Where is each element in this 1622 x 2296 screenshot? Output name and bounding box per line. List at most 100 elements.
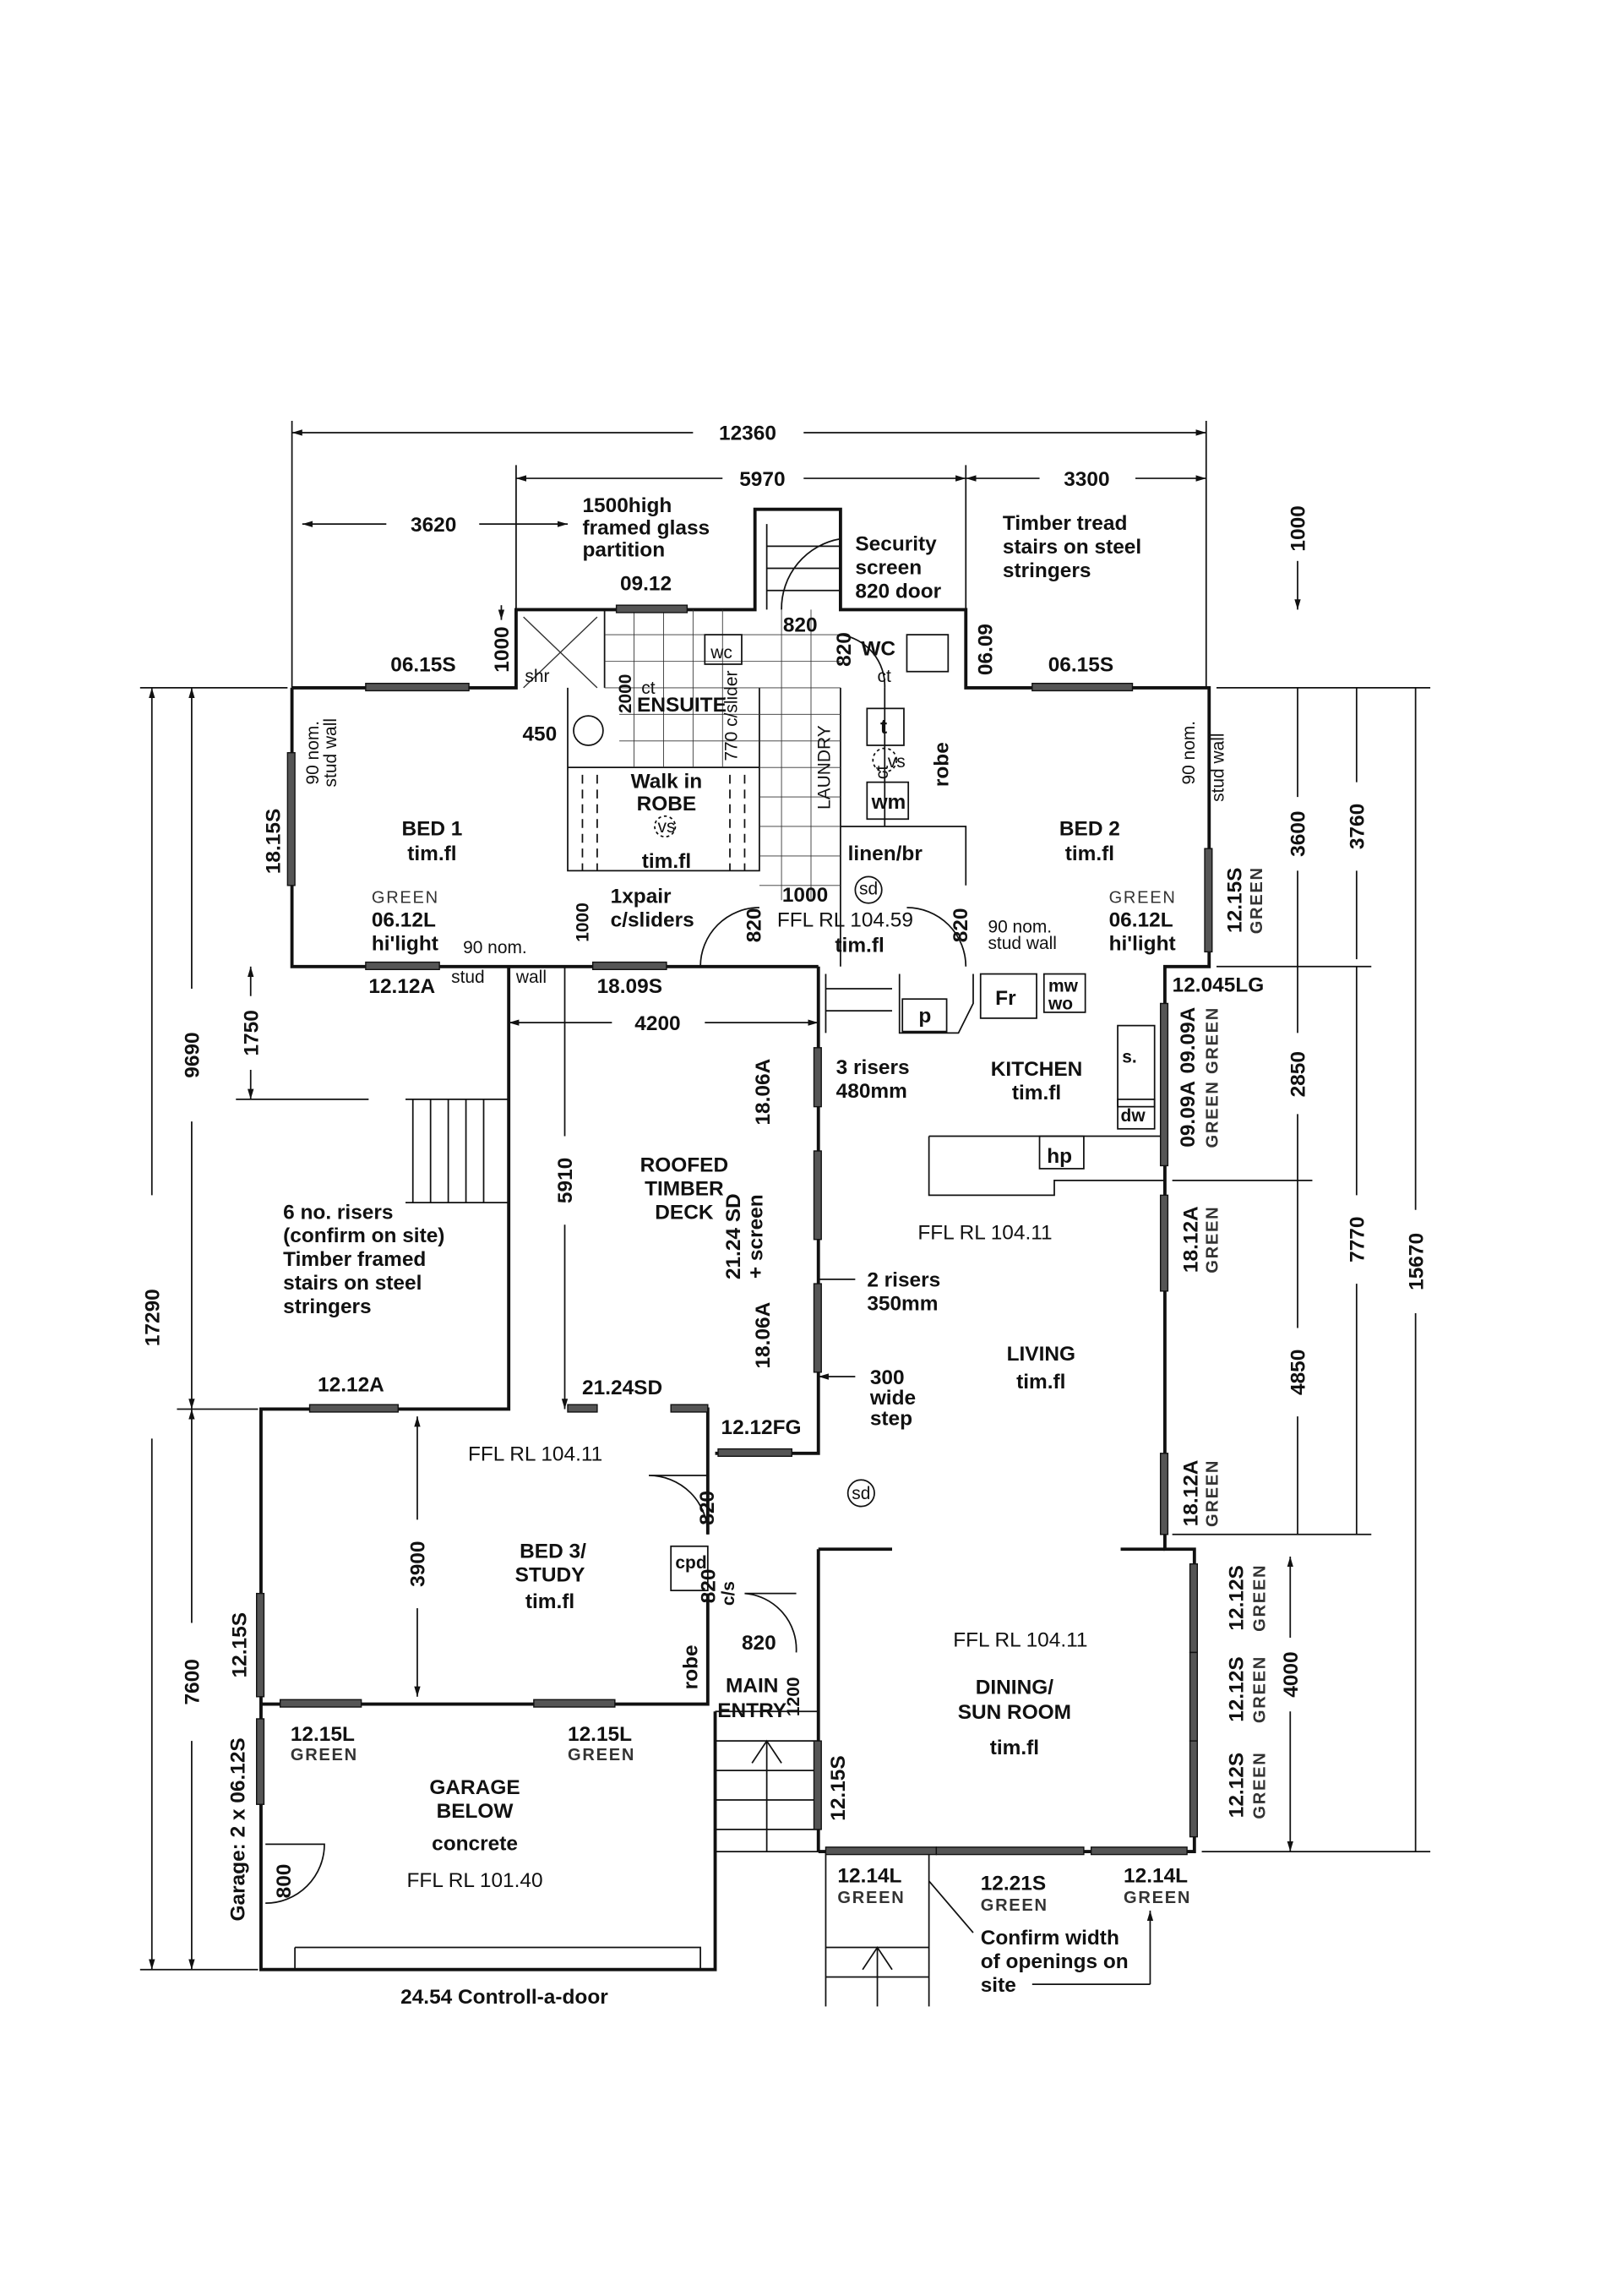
label-slider: 770 c/slider <box>722 671 742 761</box>
dim-overall-depth: 17290 <box>142 1289 165 1346</box>
label-ct: ct <box>878 667 891 686</box>
note-side-stairs: Timber framed <box>283 1248 426 1271</box>
dim-deck-depth: 5910 <box>554 1158 577 1203</box>
label-sink: s. <box>1122 1047 1136 1066</box>
smoke-detector: sd <box>852 1484 870 1503</box>
label-mw: mw <box>1048 976 1079 995</box>
note-2-risers: 2 risers <box>867 1269 940 1292</box>
stud-wall-notes: 90 nom. stud wall 90 nom. stud wall 90 n… <box>303 718 1228 987</box>
note-step: step <box>870 1408 912 1431</box>
window-green: GREEN GREEN <box>1204 1006 1222 1148</box>
note-timber-stairs: stairs on steel <box>1003 536 1141 559</box>
note-stud: stud wall <box>321 718 340 787</box>
room-bed1: BED 1 <box>401 817 462 840</box>
dim-living-total: 7770 <box>1347 1217 1369 1263</box>
note-side-stairs: 6 no. risers <box>283 1201 393 1224</box>
window-label: 12.14L <box>837 1865 901 1888</box>
room-walkin: Walk in <box>631 771 703 794</box>
room-main-entry: ENTRY <box>717 1699 787 1722</box>
dim-overall-width: 12360 <box>719 423 776 445</box>
hall-ffl: FFL RL 104.59 <box>777 909 913 932</box>
label-hp: hp <box>1047 1145 1072 1168</box>
window-label: 18.12A <box>1179 1206 1202 1273</box>
label-cpd: cpd <box>675 1553 706 1573</box>
note-stud: stud <box>451 968 485 987</box>
note-security: 820 door <box>855 580 941 603</box>
bed2-window: 06.12L <box>1109 909 1173 932</box>
room-bed2-floor: tim.fl <box>1065 843 1114 865</box>
window-label: 18.06A <box>752 1059 775 1126</box>
dim-dining-depth: 4000 <box>1280 1651 1303 1697</box>
garage-ffl: FFL RL 101.40 <box>406 1869 542 1892</box>
window-green: GREEN <box>1251 1564 1270 1632</box>
window-green: GREEN <box>1251 1751 1270 1819</box>
label-wc: WC <box>861 638 895 661</box>
room-bed1-floor: tim.fl <box>407 843 456 865</box>
room-walkin: ROBE <box>637 793 697 815</box>
dim-vanity-offset: 450 <box>522 723 557 746</box>
room-laundry: LAUNDRY <box>815 725 835 810</box>
room-main-entry: MAIN <box>726 1675 778 1698</box>
window-green: GREEN <box>1124 1889 1191 1907</box>
dim-left-width: 3620 <box>411 514 456 537</box>
note-side-stairs: stringers <box>283 1295 372 1318</box>
window-label: 06.15S <box>1048 654 1113 677</box>
room-garage: GARAGE <box>429 1776 520 1799</box>
window-label: 18.09S <box>597 975 662 998</box>
note-step: wide <box>869 1387 916 1410</box>
note-timber-stairs: stringers <box>1003 559 1091 582</box>
note-glass: 1500high <box>582 494 672 517</box>
note-stud: 90 nom. <box>463 938 527 957</box>
label-ct: ct <box>873 766 892 779</box>
note-glass: partition <box>582 539 665 562</box>
note-2-risers: 350mm <box>867 1293 938 1316</box>
label-dw: dw <box>1121 1106 1146 1126</box>
note-stud: 90 nom. <box>1179 721 1199 785</box>
bed2-hilight: hi'light <box>1109 933 1176 956</box>
label-fridge: Fr <box>995 987 1016 1010</box>
door-820: 820 <box>743 908 766 943</box>
dim-shower-width: 2000 <box>616 674 635 714</box>
dim-living-depth: 4850 <box>1287 1350 1310 1395</box>
window-label: 12.15S <box>827 1755 850 1820</box>
door-820: 820 <box>742 1632 776 1655</box>
note-timber-stairs: Timber tread <box>1003 512 1128 535</box>
window-label: 18.12A <box>1179 1460 1202 1527</box>
note-stud: stud wall <box>1209 733 1228 801</box>
note-stud: 90 nom. <box>303 721 323 785</box>
window-green: GREEN <box>1204 1206 1222 1273</box>
dim-upper-depth: 9690 <box>182 1032 204 1077</box>
note-side-stairs: (confirm on site) <box>283 1224 444 1247</box>
note-stud: 90 nom. <box>988 918 1052 937</box>
room-deck: ROOFED <box>640 1153 728 1176</box>
kitchen-fixtures <box>573 634 1165 1592</box>
window-green: GREEN <box>1204 1459 1222 1527</box>
label-wo: wo <box>1048 994 1073 1013</box>
floor-tiles <box>523 609 841 901</box>
label-linen: linen/br <box>848 843 923 865</box>
window-green: GREEN <box>1248 866 1266 934</box>
note-stud: stud wall <box>988 934 1056 953</box>
room-garage: BELOW <box>437 1800 514 1823</box>
window-label: 18.06A <box>752 1302 775 1369</box>
living-floor: tim.fl <box>1016 1371 1065 1393</box>
window-label: 12.12S <box>1225 1656 1248 1721</box>
dining-floor: tim.fl <box>990 1737 1039 1759</box>
dim-entry-width: 1200 <box>784 1677 803 1717</box>
window-label: + screen <box>744 1194 767 1279</box>
room-living: LIVING <box>1007 1343 1075 1366</box>
window-label: 21.24 SD <box>722 1193 745 1279</box>
room-ensuite: ENSUITE <box>637 694 727 717</box>
window-label: 12.045LG <box>1173 973 1265 996</box>
windows <box>256 604 1213 1856</box>
door-820: 820 <box>833 632 856 667</box>
dimension-lines <box>139 420 1431 1986</box>
label-wc: wc <box>710 643 732 663</box>
living-ffl: FFL RL 104.11 <box>917 1222 1052 1245</box>
note-garage-door: 24.54 Controll-a-door <box>400 1986 608 2009</box>
room-bed3: STUDY <box>515 1564 585 1587</box>
bed1-green: GREEN <box>372 889 439 908</box>
door-820: 820 <box>696 1491 719 1525</box>
room-bed3: BED 3/ <box>520 1541 586 1563</box>
